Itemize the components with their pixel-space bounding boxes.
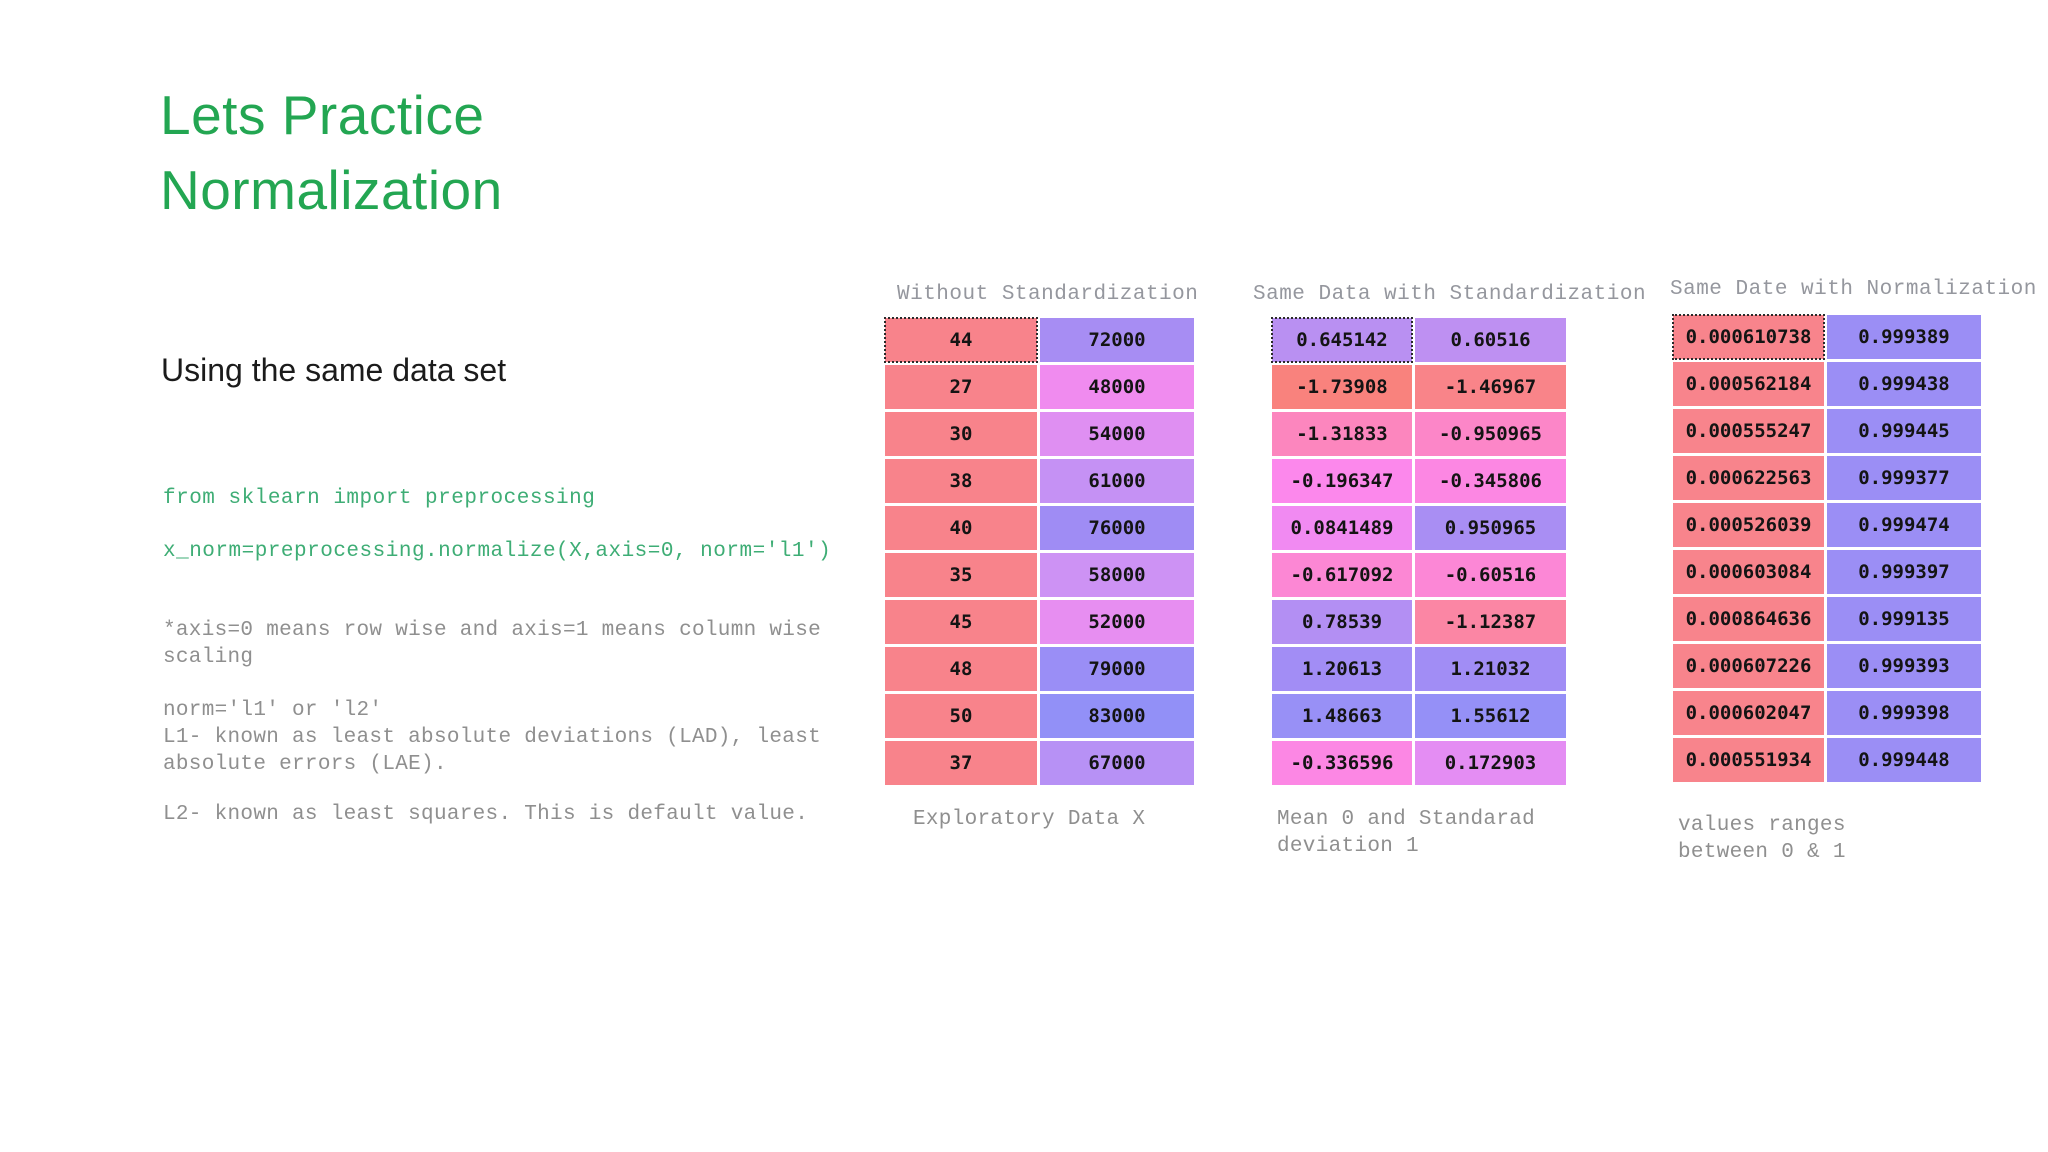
slide-subtitle: Using the same data set — [161, 352, 507, 388]
table-cell: 48 — [885, 647, 1037, 691]
table-cell: 0.000526039 — [1673, 503, 1824, 547]
table-cell: 0.999135 — [1827, 597, 1981, 641]
table-cell: 0.0841489 — [1272, 506, 1412, 550]
note-l2-explanation: L2- known as least squares. This is defa… — [163, 803, 809, 826]
table-cell: 0.999448 — [1827, 738, 1981, 782]
table-cell: -0.60516 — [1415, 553, 1566, 597]
table-caption-line: deviation 1 — [1277, 835, 1419, 858]
table-caption-line: values ranges — [1678, 814, 1846, 837]
table-header: Same Date with Normalization — [1670, 278, 2037, 301]
note-norm-options: norm='l1' or 'l2' — [163, 699, 383, 722]
table-cell: 0.000551934 — [1673, 738, 1824, 782]
table-cell: 0.999397 — [1827, 550, 1981, 594]
table-caption-line: Mean 0 and Standarad — [1277, 808, 1536, 831]
table-cell: 0.000607226 — [1673, 644, 1824, 688]
slide-title: Lets Practice Normalization — [160, 78, 503, 228]
table-cell: 1.21032 — [1415, 647, 1566, 691]
table-cell: 0.999438 — [1827, 362, 1981, 406]
slide-title-line1: Lets Practice — [160, 84, 485, 146]
table-cell: -0.336596 — [1272, 741, 1412, 785]
table-cell: 0.999377 — [1827, 456, 1981, 500]
table-cell: 35 — [885, 553, 1037, 597]
table-cell: 0.999389 — [1827, 315, 1981, 359]
table-cell: 72000 — [1040, 318, 1194, 362]
code-import-line: from sklearn import preprocessing — [163, 487, 596, 510]
table-cell: 38 — [885, 459, 1037, 503]
table-header: Same Data with Standardization — [1253, 283, 1647, 306]
table-header: Without Standardization — [897, 283, 1199, 306]
table-cell: 37 — [885, 741, 1037, 785]
table-cell: 1.20613 — [1272, 647, 1412, 691]
table-cell: -1.12387 — [1415, 600, 1566, 644]
table-caption: values ranges between 0 & 1 — [1678, 812, 1846, 866]
table-cell: 0.000555247 — [1673, 409, 1824, 453]
table-caption: Mean 0 and Standarad deviation 1 — [1277, 806, 1535, 860]
table-cell: 50 — [885, 694, 1037, 738]
table-cell: 0.999393 — [1827, 644, 1981, 688]
note-l1-explanation: L1- known as least absolute deviations (… — [163, 726, 822, 776]
table-cell-selected: 0.000610738 — [1672, 314, 1825, 360]
table-cell: 76000 — [1040, 506, 1194, 550]
table-caption-line: Exploratory Data X — [913, 808, 1146, 831]
table-cell: 0.000562184 — [1673, 362, 1824, 406]
table-cell: -0.950965 — [1415, 412, 1566, 456]
table-cell: 1.55612 — [1415, 694, 1566, 738]
table-cell: 0.999474 — [1827, 503, 1981, 547]
table-cell: -0.196347 — [1272, 459, 1412, 503]
table-cell: 0.999398 — [1827, 691, 1981, 735]
table-cell: 61000 — [1040, 459, 1194, 503]
table-cell: 0.172903 — [1415, 741, 1566, 785]
table-cell: 0.000864636 — [1673, 597, 1824, 641]
table-caption: Exploratory Data X — [913, 806, 1145, 833]
table-cell: 58000 — [1040, 553, 1194, 597]
table-cell: -1.31833 — [1272, 412, 1412, 456]
table-cell: 0.950965 — [1415, 506, 1566, 550]
table-cell: 54000 — [1040, 412, 1194, 456]
table-cell: 30 — [885, 412, 1037, 456]
table-cell-selected: 44 — [884, 317, 1038, 363]
table-cell: 0.000602047 — [1673, 691, 1824, 735]
slide-title-line2: Normalization — [160, 159, 503, 221]
table-cell: 0.60516 — [1415, 318, 1566, 362]
table-cell: -0.345806 — [1415, 459, 1566, 503]
table-cell: 27 — [885, 365, 1037, 409]
table-cell: -0.617092 — [1272, 553, 1412, 597]
table-cell: 67000 — [1040, 741, 1194, 785]
table-cell: 48000 — [1040, 365, 1194, 409]
code-normalize-line: x_norm=preprocessing.normalize(X,axis=0,… — [163, 540, 832, 563]
table-cell-selected: 0.645142 — [1271, 317, 1413, 363]
table-cell: 0.000622563 — [1673, 456, 1824, 500]
table-cell: 52000 — [1040, 600, 1194, 644]
table-cell: 79000 — [1040, 647, 1194, 691]
table-cell: -1.46967 — [1415, 365, 1566, 409]
table-cell: 1.48663 — [1272, 694, 1412, 738]
table-caption-line: between 0 & 1 — [1678, 841, 1846, 864]
table-cell: 0.999445 — [1827, 409, 1981, 453]
table-cell: 0.000603084 — [1673, 550, 1824, 594]
table-cell: -1.73908 — [1272, 365, 1412, 409]
table-cell: 45 — [885, 600, 1037, 644]
table-cell: 83000 — [1040, 694, 1194, 738]
table-cell: 0.78539 — [1272, 600, 1412, 644]
note-axis-explanation: *axis=0 means row wise and axis=1 means … — [163, 619, 822, 669]
table-cell: 40 — [885, 506, 1037, 550]
